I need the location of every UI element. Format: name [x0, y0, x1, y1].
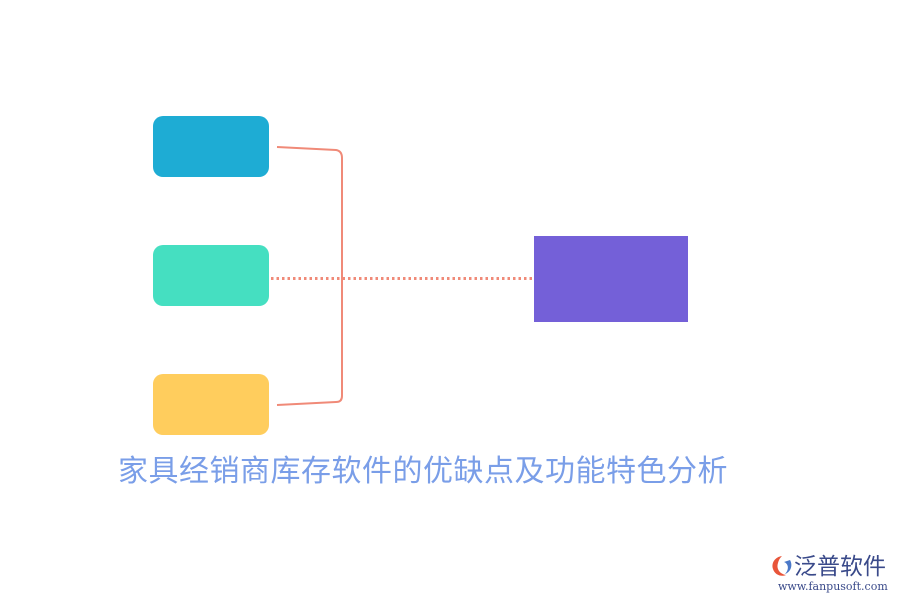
brand-logo: 泛普软件 www.fanpusoft.com	[770, 552, 895, 597]
logo-mark-icon	[772, 556, 792, 576]
diagram-node-yellow	[153, 374, 269, 435]
diagram-title: 家具经销商库存软件的优缺点及功能特色分析	[118, 454, 728, 489]
diagram-node-teal	[153, 245, 269, 306]
logo-name: 泛普软件	[794, 554, 886, 580]
diagram-node-target	[534, 236, 688, 322]
bracket-connector	[276, 146, 343, 406]
diagram-node-blue	[153, 116, 269, 177]
logo-url: www.fanpusoft.com	[778, 580, 888, 593]
